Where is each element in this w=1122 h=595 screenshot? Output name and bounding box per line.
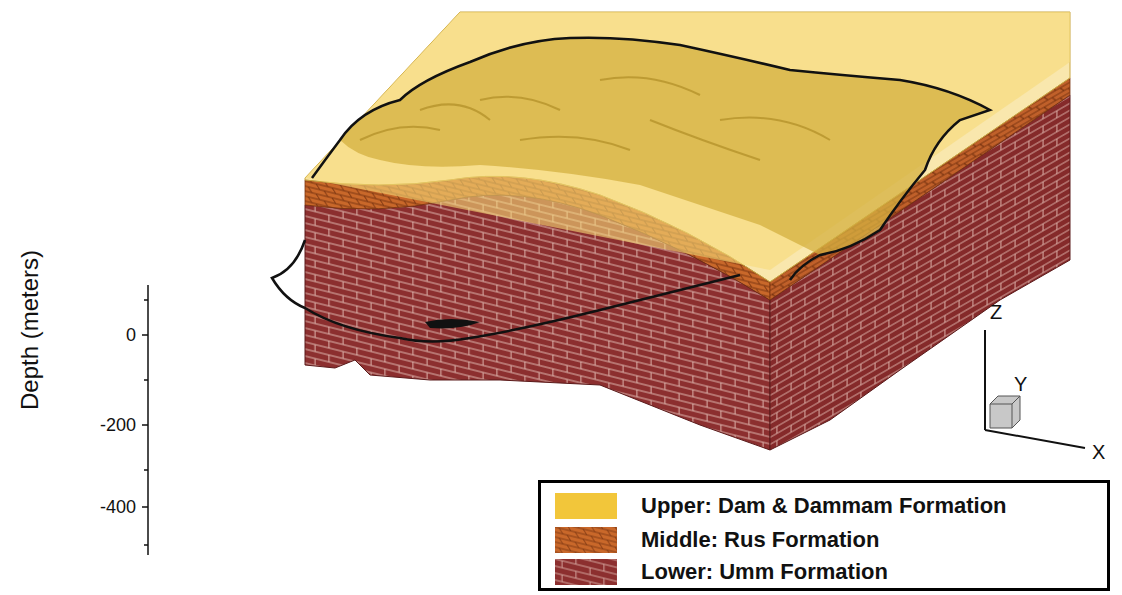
legend-text: Upper: Dam & Dammam Formation [641,494,1007,518]
legend-swatch [555,493,617,519]
swatch-hatch [555,527,617,553]
axis-letter: X [1092,442,1105,462]
legend-box: Upper: Dam & Dammam FormationMiddle: Rus… [538,480,1110,591]
axis-letter: Y [1014,374,1027,394]
legend-text: Lower: Umm Formation [641,560,888,584]
legend-swatch [555,559,617,585]
tick-label: 0 [126,326,136,344]
legend-swatch [555,527,617,553]
axis-title: Depth (meters) [18,250,42,410]
tick-label: -200 [100,416,136,434]
swatch-hatch [555,559,617,585]
axis-letter: Z [990,302,1002,322]
tick-label: -400 [100,498,136,516]
legend-text: Middle: Rus Formation [641,528,879,552]
